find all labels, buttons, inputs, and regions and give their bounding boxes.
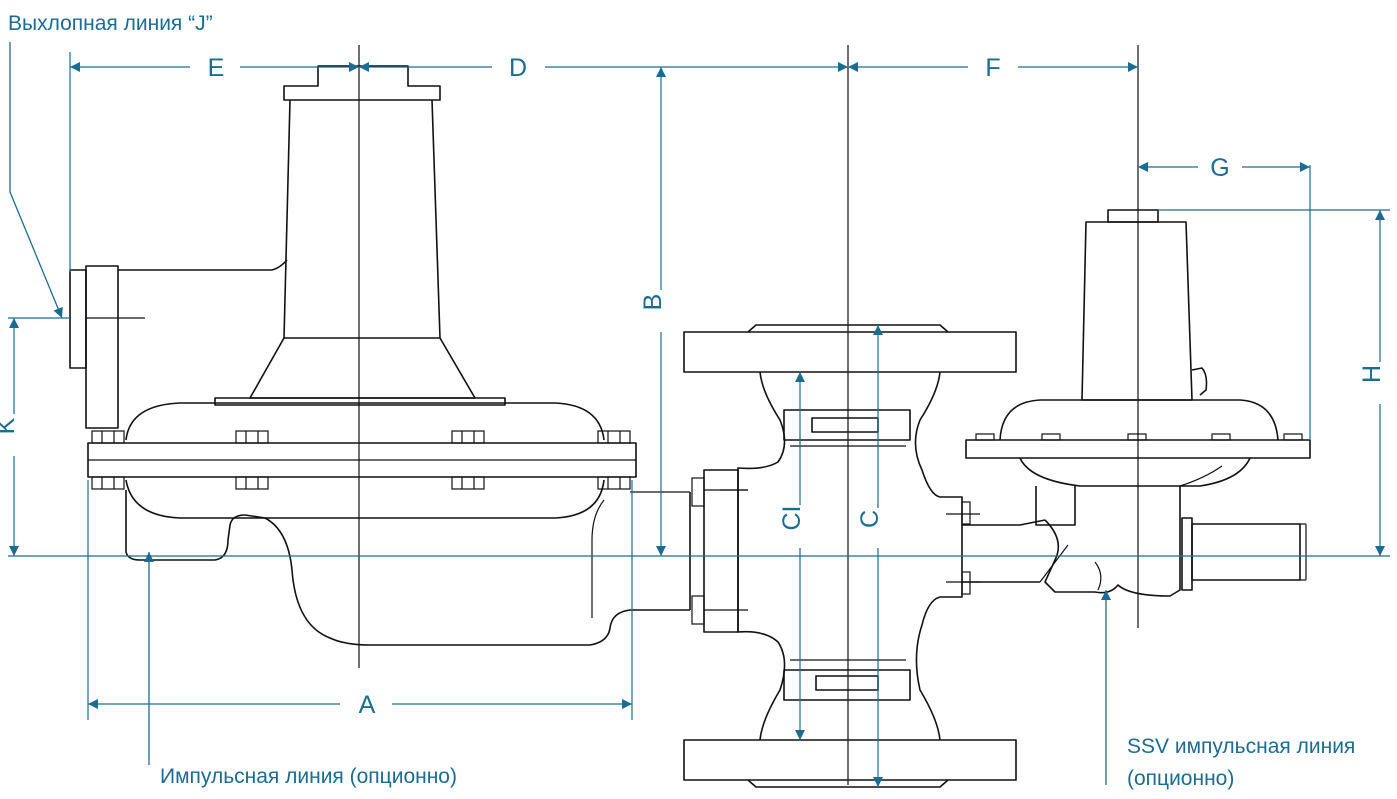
exhaust-port <box>69 269 87 369</box>
dim-label-f: F <box>985 54 1000 82</box>
lower-diaphragm-case <box>125 479 605 519</box>
lower-housing <box>125 490 246 561</box>
dimension-labels: E D F G A B CI C H K <box>0 54 1386 719</box>
dim-label-d: D <box>509 54 527 82</box>
spring-bonnet <box>283 99 441 339</box>
dim-label-c: C <box>856 510 884 528</box>
ssv-diaphragm-case <box>999 399 1279 441</box>
ssv-impulse-line-note-2: (опционно) <box>1127 767 1234 790</box>
main-regulator <box>69 65 691 646</box>
exhaust-housing <box>118 259 288 271</box>
bonnet-cap <box>283 65 441 101</box>
dim-label-a: A <box>359 691 376 719</box>
lower-seat <box>783 669 911 701</box>
leader-lines <box>9 42 1111 785</box>
ssv-body <box>1044 486 1181 597</box>
diaphragm-bolts <box>91 430 631 490</box>
impulse-line-note: Импульсная линия (опционно) <box>160 765 457 788</box>
bottom-housing <box>244 514 690 646</box>
bonnet-base-ring <box>214 397 506 406</box>
ssv-outlet-pipe <box>1191 523 1301 581</box>
ssv-outlet-flange <box>1181 517 1193 591</box>
dim-label-k: K <box>0 417 20 434</box>
ssv-impulse-line-note-1: SSV импульсная линия <box>1127 735 1355 758</box>
dim-label-ci: CI <box>778 506 806 531</box>
exhaust-flange <box>85 265 119 429</box>
ssv-bolts <box>975 433 1303 441</box>
upper-seat <box>783 409 911 441</box>
body-right-contour <box>914 371 963 741</box>
dim-label-e: E <box>208 54 225 82</box>
upper-diaphragm-case <box>125 402 605 441</box>
dim-label-g: G <box>1210 154 1229 182</box>
dim-label-h: H <box>1358 365 1386 383</box>
bottom-flange <box>683 739 1017 781</box>
exhaust-line-note: Выхлопная линия “J” <box>8 12 213 35</box>
dim-label-b: B <box>639 294 667 311</box>
ssv-cap <box>1107 209 1159 223</box>
ssv-lower-case <box>1019 457 1251 487</box>
top-flange <box>683 331 1017 373</box>
side-flange <box>703 469 739 633</box>
dimension-lines <box>8 52 1390 787</box>
center-lines <box>86 45 1139 785</box>
notes: Выхлопная линия “J” Импульсная линия (оп… <box>8 12 1355 790</box>
ssv-bonnet <box>1081 221 1193 401</box>
bonnet-skirt <box>249 337 476 399</box>
